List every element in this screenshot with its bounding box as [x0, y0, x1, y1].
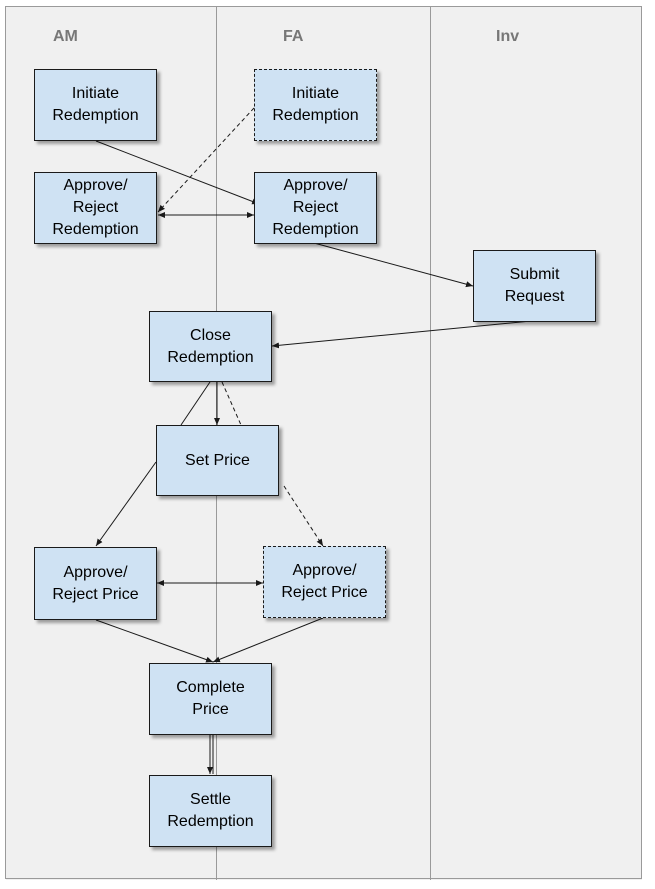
- node-am-approve-reject-redemption[interactable]: Approve/ Reject Redemption: [34, 172, 157, 244]
- edge-fa-approve-price-to-complete: [212, 617, 324, 663]
- edge-close-to-fa-approve-price-lower: [283, 485, 324, 547]
- node-am-initiate-redemption[interactable]: Initiate Redemption: [34, 69, 157, 141]
- node-label: Settle Redemption: [167, 791, 254, 830]
- edge-close-to-fa-approve-price: [221, 381, 242, 426]
- lane-divider-fa-inv: [430, 6, 431, 880]
- edge-initiate-to-fa-approve: [95, 140, 260, 205]
- node-fa-approve-reject-redemption[interactable]: Approve/ Reject Redemption: [254, 172, 377, 244]
- edge-close-to-am-approve-price: [180, 381, 211, 426]
- node-label: Approve/ Reject Price: [281, 562, 368, 601]
- node-label: Complete Price: [176, 679, 245, 718]
- node-am-approve-reject-price[interactable]: Approve/ Reject Price: [34, 547, 157, 620]
- node-label: Initiate Redemption: [52, 85, 139, 124]
- node-label: Initiate Redemption: [272, 85, 359, 124]
- node-label: Approve/ Reject Price: [52, 563, 139, 603]
- node-label: Set Price: [185, 451, 250, 469]
- node-complete-price[interactable]: Complete Price: [149, 663, 272, 735]
- lane-title-inv: Inv: [496, 28, 520, 45]
- edge-submit-to-close: [271, 320, 532, 349]
- node-fa-initiate-redemption[interactable]: Initiate Redemption: [254, 69, 377, 141]
- node-label: Submit Request: [504, 266, 565, 305]
- node-label: Close Redemption: [167, 326, 254, 366]
- node-settle-redemption[interactable]: Settle Redemption: [149, 775, 272, 847]
- node-label: Approve/ Reject Redemption: [52, 177, 139, 238]
- lane-title-fa: FA: [283, 28, 304, 45]
- lanes-frame: [5, 6, 642, 879]
- edge-fa-approve-to-submit: [313, 242, 474, 288]
- node-inv-submit-request[interactable]: Submit Request: [473, 250, 596, 322]
- edge-close-to-am-approve-price-lower: [95, 461, 157, 547]
- lanes-background: [6, 6, 642, 880]
- node-close-redemption[interactable]: Close Redemption: [149, 311, 272, 382]
- node-label: Approve/ Reject Redemption: [272, 177, 359, 238]
- node-fa-approve-reject-price[interactable]: Approve/ Reject Price: [263, 546, 386, 618]
- node-set-price[interactable]: Set Price: [156, 425, 279, 496]
- edge-fa-initiate-to-am-approve: [157, 107, 255, 213]
- edge-am-approve-price-to-complete: [95, 619, 214, 663]
- lane-title-am: AM: [53, 28, 78, 45]
